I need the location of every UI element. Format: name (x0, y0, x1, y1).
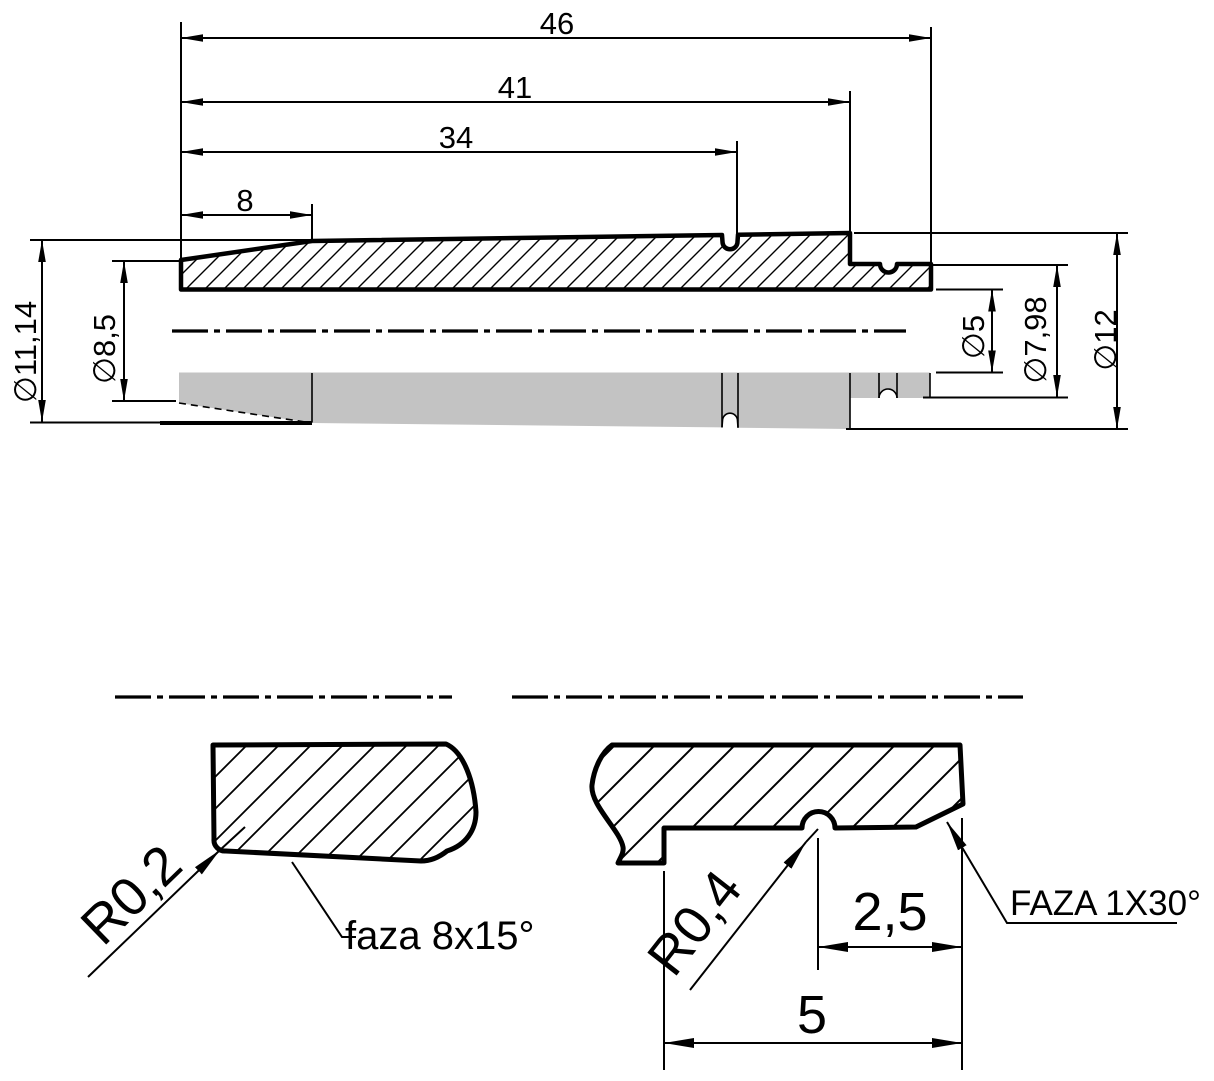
detail-left-shape (210, 741, 479, 864)
detail-left (87, 695, 479, 978)
leader-faza (291, 861, 356, 938)
dim-dia-12: ∅12 (1088, 309, 1123, 371)
leader-faza-caps (946, 821, 1177, 924)
leader-r04-tail (805, 828, 819, 843)
length-dimensions (180, 22, 932, 262)
dim-8: 8 (236, 183, 253, 218)
leader-r04 (689, 841, 807, 991)
leader-r02-tail (219, 826, 246, 851)
dim-dia-798: ∅7,98 (1018, 296, 1053, 383)
lower-silhouette (179, 372, 930, 429)
label-5det: 5 (797, 985, 827, 1045)
dim-dia-1114: ∅11,14 (8, 301, 43, 403)
dim-41: 41 (498, 70, 532, 105)
label-r04: R0,4 (636, 860, 754, 987)
dim-46: 46 (540, 6, 574, 41)
dim-dia-5: ∅5 (956, 315, 991, 359)
section-upper (178, 230, 934, 292)
main-view (172, 230, 934, 429)
leader-r02 (87, 849, 221, 978)
diameter-dimensions-right (846, 232, 1128, 430)
label-faza-caps: FAZA 1X30° (1010, 884, 1201, 923)
dim-dia-85: ∅8,5 (87, 314, 122, 384)
detail-right (512, 695, 1177, 1070)
silhouette-lines (178, 373, 931, 429)
detail-right-shape (589, 742, 966, 866)
dim-34: 34 (439, 120, 473, 155)
diameter-dimensions-left (30, 239, 316, 425)
label-25: 2,5 (852, 882, 927, 942)
label-r02: R0,2 (70, 834, 194, 956)
label-faza: faza 8x15° (345, 914, 534, 958)
